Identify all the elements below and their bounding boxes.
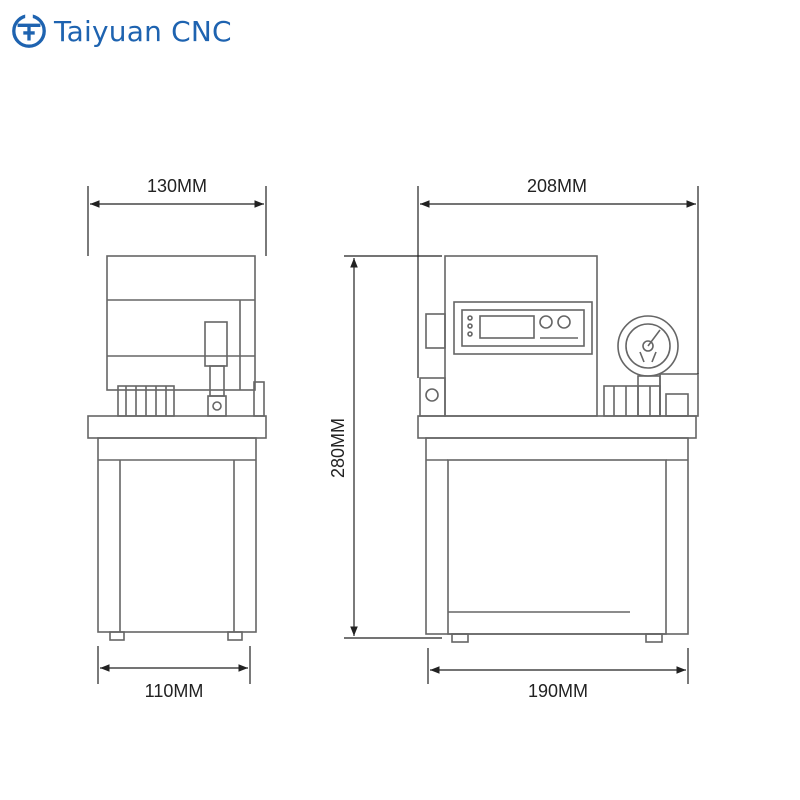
- side-filler-cap: [603, 385, 661, 417]
- side-housing: [444, 255, 598, 417]
- front-lid: [87, 415, 267, 439]
- side-view: [417, 255, 699, 643]
- panel-button-2-icon: [557, 315, 571, 329]
- side-top-width-label: 208MM: [527, 176, 587, 196]
- front-bottom-width-label: 110MM: [145, 681, 204, 701]
- height-label: 280MM: [328, 418, 348, 478]
- dimension-lines: [87, 186, 699, 684]
- brand: Taiyuan CNC: [10, 12, 232, 50]
- side-reservoir: [425, 437, 689, 635]
- brand-logo-icon: [12, 13, 46, 48]
- control-panel: [453, 301, 593, 355]
- front-connector: [209, 365, 225, 397]
- front-top-width-label: 130MM: [147, 176, 207, 196]
- front-housing: [106, 255, 256, 391]
- front-sight-glass: [204, 321, 228, 367]
- panel-button-1-icon: [539, 315, 553, 329]
- front-view: [87, 255, 267, 641]
- side-bottom-width-label: 190MM: [528, 681, 588, 701]
- lcd-display: [479, 315, 535, 339]
- front-reservoir: [97, 437, 257, 633]
- brand-name: Taiyuan CNC: [54, 14, 232, 48]
- side-lid: [417, 415, 697, 439]
